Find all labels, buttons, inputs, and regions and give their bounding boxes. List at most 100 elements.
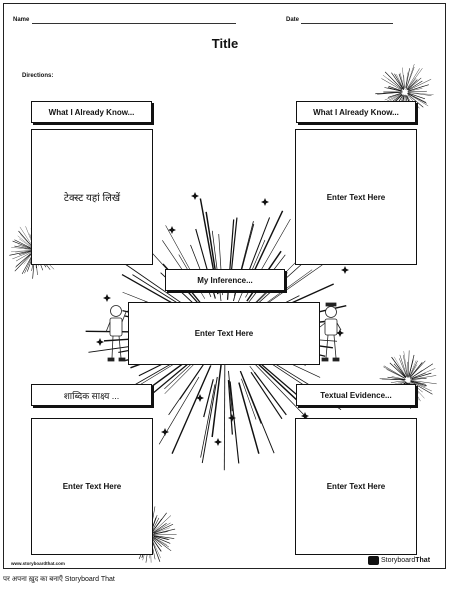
burst-ray xyxy=(408,92,426,100)
burst-ray xyxy=(396,73,404,90)
burst-ray xyxy=(249,365,280,407)
burst-ray xyxy=(259,264,323,310)
burst-ray xyxy=(11,250,33,252)
burst-ray xyxy=(201,376,218,464)
character-left-illustration xyxy=(105,305,127,362)
burst-ray xyxy=(203,379,214,418)
burst-ray xyxy=(9,250,32,256)
burst-ray xyxy=(19,238,33,249)
sparkle-icon xyxy=(228,414,236,422)
burst-ray xyxy=(114,256,189,308)
name-label: Name xyxy=(13,17,30,23)
burst-ray xyxy=(253,362,318,429)
burst-ray xyxy=(403,351,408,377)
burst-ray xyxy=(402,354,408,378)
burst-ray xyxy=(407,93,429,107)
sparkle-icon xyxy=(336,329,344,337)
bottom-left-heading: शाब्दिक साक्ष्य ... xyxy=(31,384,152,406)
burst-ray xyxy=(151,537,162,552)
burst-ray xyxy=(407,92,432,96)
burst-ray xyxy=(390,380,405,383)
center-heading: My Inference... xyxy=(165,269,285,291)
burst-ray xyxy=(153,523,174,534)
date-field[interactable] xyxy=(301,23,393,24)
burst-ray xyxy=(384,71,403,90)
logo-text-prefix: Storyboard xyxy=(381,557,416,564)
burst-ray xyxy=(399,72,405,88)
top-right-text-box[interactable]: Enter Text Here xyxy=(295,129,417,265)
burst-ray xyxy=(398,73,405,89)
burst-ray xyxy=(387,87,403,92)
burst-ray xyxy=(407,78,417,89)
burst-ray xyxy=(405,72,409,89)
burst-ray xyxy=(11,247,33,250)
burst-ray xyxy=(168,362,206,416)
burst-ray xyxy=(153,527,171,534)
burst-ray xyxy=(406,79,418,91)
burst-ray xyxy=(391,356,407,378)
sparkle-icon xyxy=(103,294,111,302)
burst-ray xyxy=(14,252,33,272)
burst-ray xyxy=(410,381,433,395)
burst-ray xyxy=(405,67,415,90)
burst-ray xyxy=(383,365,406,379)
burst-ray xyxy=(152,536,170,548)
burst-ray xyxy=(411,372,426,379)
bottom-caption: पर अपना ख़ुद का बनाएँ Storyboard That xyxy=(3,576,115,583)
burst-ray xyxy=(409,360,418,377)
burst-ray xyxy=(227,379,233,435)
directions-label: Directions: xyxy=(22,73,54,79)
burst-ray xyxy=(14,245,33,250)
burst-ray xyxy=(407,94,424,108)
burst-ray xyxy=(394,73,404,90)
burst-ray xyxy=(152,515,172,533)
burst-ray xyxy=(250,371,283,420)
burst-ray xyxy=(152,518,163,533)
burst-ray xyxy=(193,362,213,406)
burst-ray xyxy=(409,360,417,377)
logo-icon xyxy=(368,556,379,565)
burst-ray xyxy=(405,63,415,90)
burst-ray xyxy=(411,375,437,380)
center-text-box[interactable]: Enter Text Here xyxy=(128,302,320,365)
burst-ray xyxy=(12,240,33,250)
burst-ray xyxy=(153,537,172,552)
top-left-text-box[interactable]: टेक्स्ट यहां लिखें xyxy=(31,129,153,265)
burst-ray xyxy=(382,74,403,91)
burst-ray xyxy=(152,531,169,535)
burst-ray xyxy=(151,538,161,559)
burst-ray xyxy=(409,362,423,378)
burst-ray xyxy=(405,68,410,88)
burst-ray xyxy=(410,377,427,381)
burst-ray xyxy=(211,364,222,438)
burst-ray xyxy=(387,376,406,380)
top-right-heading: What I Already Know... xyxy=(296,101,416,123)
burst-ray xyxy=(406,68,423,90)
burst-ray xyxy=(407,80,423,91)
burst-ray xyxy=(391,72,404,90)
character-right-illustration xyxy=(319,302,342,362)
burst-ray xyxy=(403,74,405,90)
bottom-right-text-box[interactable]: Enter Text Here xyxy=(295,418,417,555)
burst-ray xyxy=(240,371,275,454)
sparkle-icon xyxy=(301,412,309,420)
sparkle-icon xyxy=(191,192,199,200)
burst-ray xyxy=(18,244,33,250)
burst-ray xyxy=(12,250,33,260)
sparkle-icon xyxy=(261,198,269,206)
sparkle-icon xyxy=(196,394,204,402)
burst-ray xyxy=(410,380,437,385)
burst-ray xyxy=(410,381,432,392)
burst-ray xyxy=(407,88,423,92)
name-field[interactable] xyxy=(32,23,236,24)
burst-ray xyxy=(19,226,33,247)
burst-ray xyxy=(15,250,33,253)
bottom-left-text-box[interactable]: Enter Text Here xyxy=(31,418,153,555)
burst-ray xyxy=(406,68,420,89)
burst-ray xyxy=(408,79,432,91)
burst-ray xyxy=(241,378,257,420)
burst-ray xyxy=(407,92,434,95)
footer-url[interactable]: www.storyboardthat.com xyxy=(11,561,65,566)
burst-ray xyxy=(410,382,423,393)
burst-ray xyxy=(387,92,401,98)
